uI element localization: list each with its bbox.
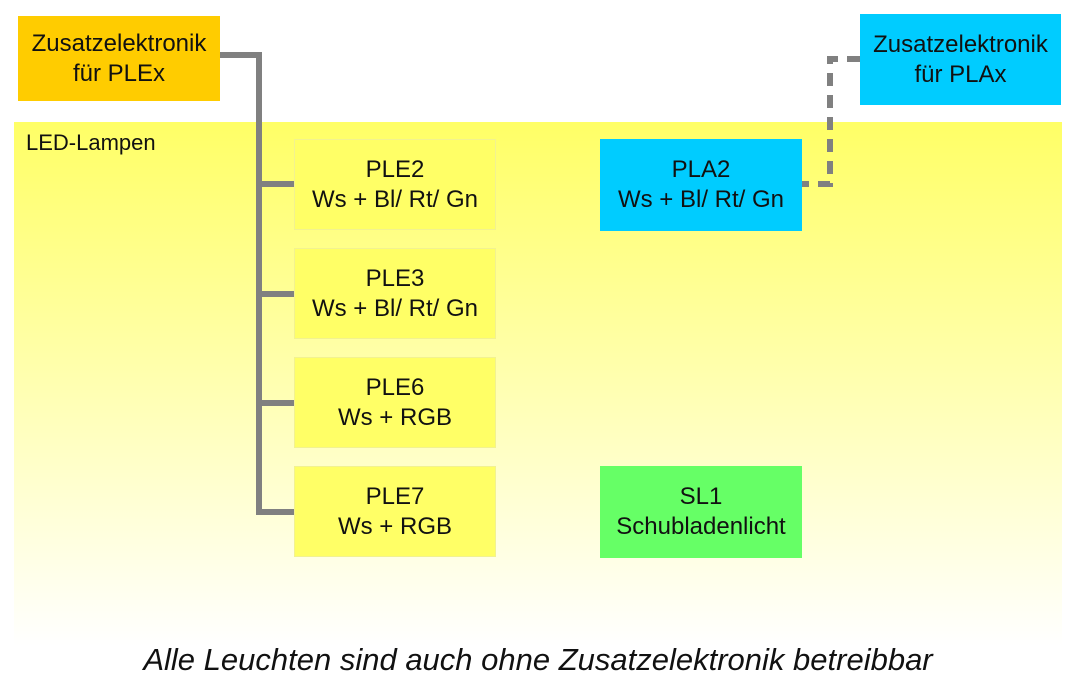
lamp-ple7-box: PLE7 Ws + RGB (294, 466, 496, 557)
lamp-ple3-name: PLE3 (365, 264, 425, 292)
lamp-ple2-box: PLE2 Ws + Bl/ Rt/ Gn (294, 139, 496, 230)
plex-controller-line2: für PLEx (72, 59, 166, 87)
lamp-sl1-spec: Schubladenlicht (616, 513, 786, 540)
lamp-ple2-spec: Ws + Bl/ Rt/ Gn (311, 185, 479, 213)
plex-connector-trunk (220, 52, 262, 512)
footer-note: Alle Leuchten sind auch ohne Zusatzelekt… (143, 642, 933, 677)
lamp-ple7-spec: Ws + RGB (337, 512, 452, 540)
plax-controller-box: Zusatzelektronik für PLAx (860, 14, 1061, 105)
lamp-ple2-name: PLE2 (365, 155, 425, 183)
lamp-sl1-box: SL1 Schubladenlicht (600, 466, 802, 558)
plax-controller-line1: Zusatzelektronik (873, 30, 1048, 58)
led-region-label: LED-Lampen (26, 130, 156, 155)
lamp-pla2-name: PLA2 (671, 156, 731, 183)
lamp-pla2-box: PLA2 Ws + Bl/ Rt/ Gn (600, 139, 802, 231)
lamp-ple3-box: PLE3 Ws + Bl/ Rt/ Gn (294, 248, 496, 339)
lamp-ple3-spec: Ws + Bl/ Rt/ Gn (311, 294, 479, 322)
plex-controller-line1: Zusatzelektronik (31, 29, 207, 57)
lamp-ple6-name: PLE6 (365, 373, 425, 401)
lamp-pla2-spec: Ws + Bl/ Rt/ Gn (617, 186, 785, 213)
lamp-sl1-name: SL1 (679, 483, 723, 510)
lamp-ple7-name: PLE7 (365, 482, 425, 510)
plax-connector-dashed (802, 56, 860, 187)
plex-controller-box: Zusatzelektronik für PLEx (18, 16, 220, 101)
lamp-ple6-spec: Ws + RGB (337, 403, 452, 431)
led-lamp-region (14, 122, 1062, 646)
plax-controller-line2: für PLAx (914, 60, 1007, 88)
lamp-ple6-box: PLE6 Ws + RGB (294, 357, 496, 448)
